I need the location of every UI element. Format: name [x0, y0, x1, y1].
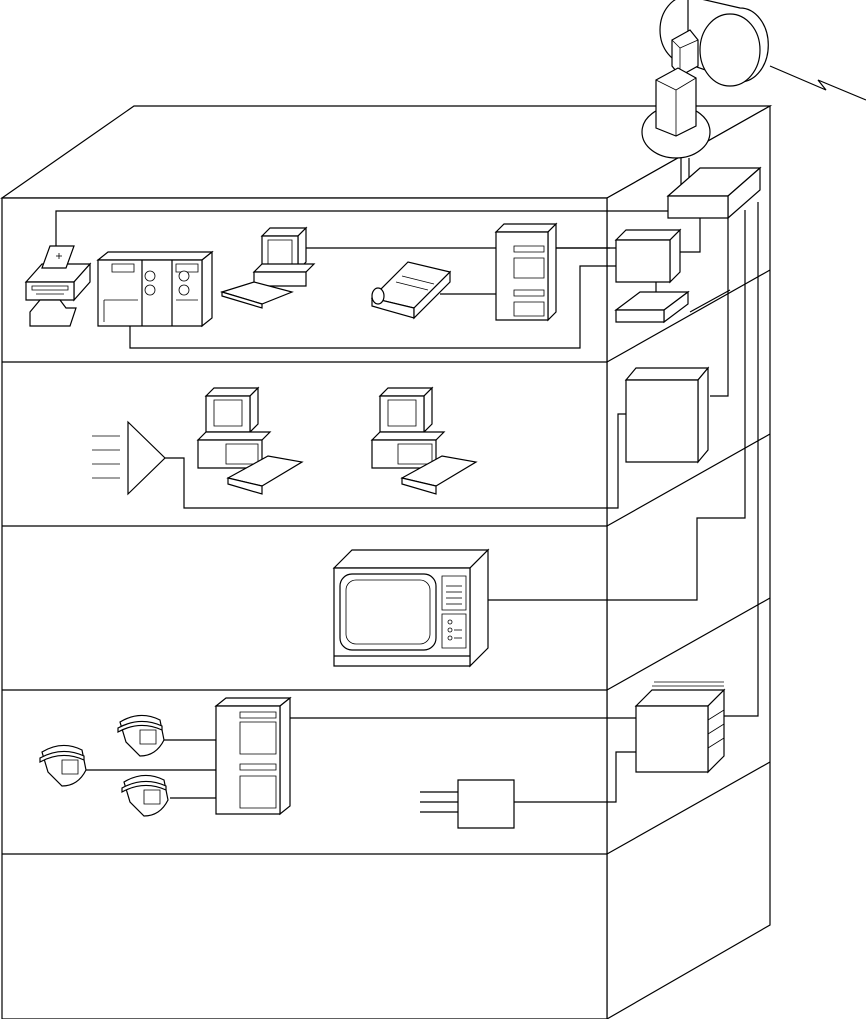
- rack-switch: [636, 682, 724, 772]
- television-monitor: [334, 550, 488, 666]
- front-face: [2, 198, 607, 1019]
- tower-server-floor5: [496, 224, 556, 320]
- server-cabinet-floor4: [626, 368, 708, 462]
- junction-box: [458, 780, 514, 828]
- wireless-link-icon: [770, 66, 866, 100]
- mainframe-cabinets: [98, 252, 212, 326]
- tower-pbx: [216, 698, 290, 814]
